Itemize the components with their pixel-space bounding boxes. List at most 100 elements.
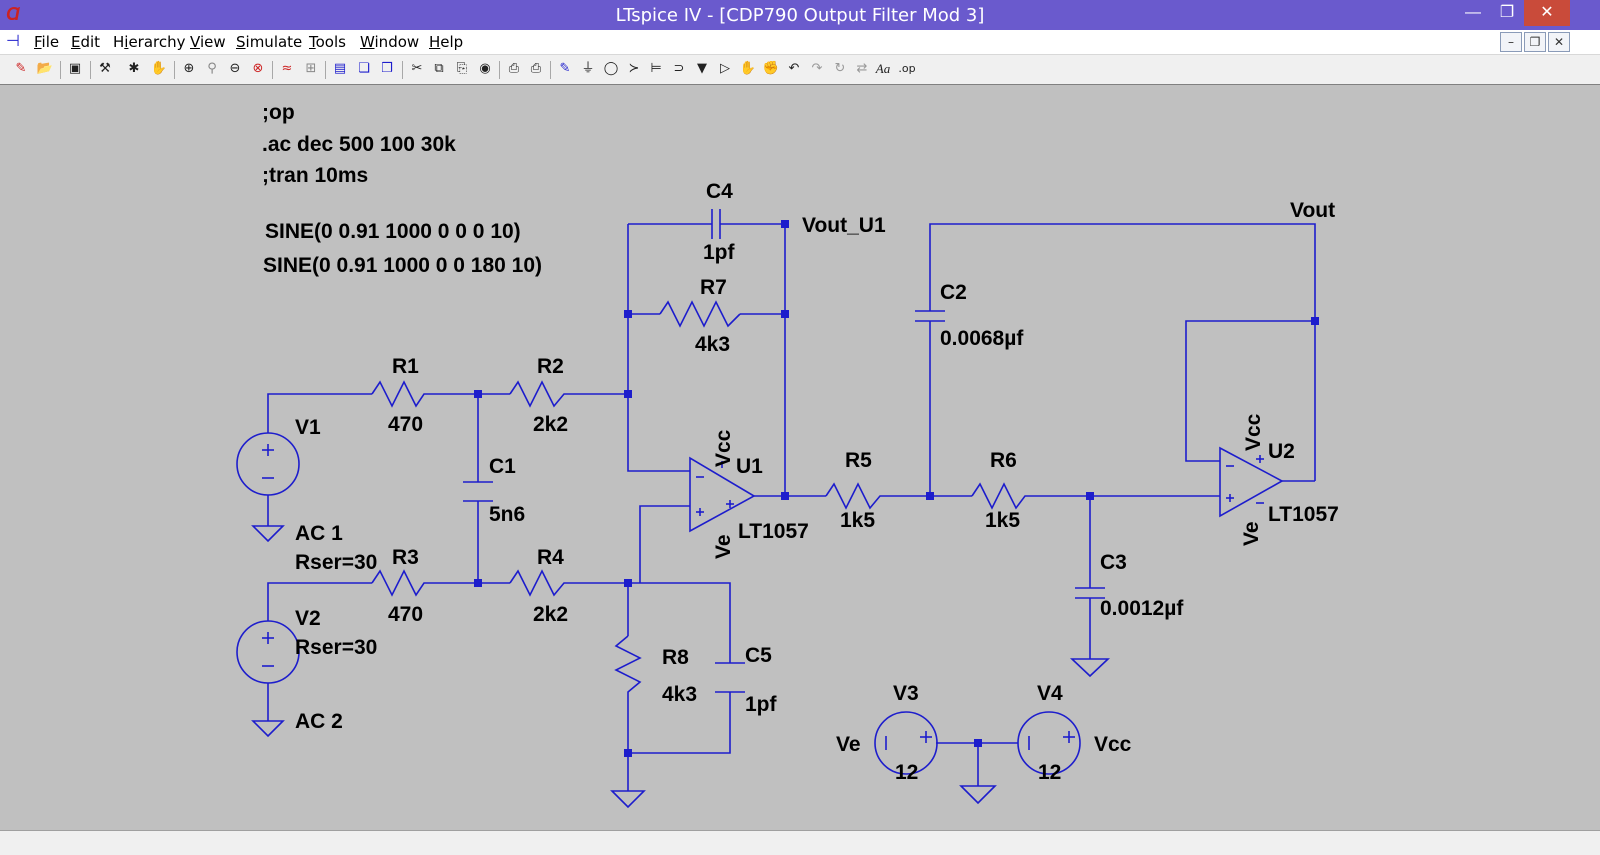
c4-name: C4: [706, 180, 733, 203]
u1-opamp[interactable]: [689, 456, 756, 533]
mdi-restore-button[interactable]: ❐: [1524, 32, 1546, 52]
cascade-icon[interactable]: ❏: [358, 61, 370, 76]
mdi-close-button[interactable]: ✕: [1548, 32, 1570, 52]
waveform-icon[interactable]: ≈: [281, 61, 293, 76]
maximize-button[interactable]: ❐: [1499, 4, 1515, 21]
schematic-doc-icon[interactable]: ⊣: [6, 31, 20, 50]
v1-sine-spec[interactable]: SINE(0 0.91 1000 0 0 0 10): [265, 220, 521, 243]
mdi-minimize-button[interactable]: –: [1500, 32, 1522, 52]
u2-opamp[interactable]: [1219, 446, 1284, 518]
toolbar-separator: [174, 61, 175, 79]
net-label-vout[interactable]: Vout: [1290, 199, 1335, 222]
zoom-out-icon[interactable]: ⊖: [229, 61, 241, 76]
cut-icon[interactable]: ✂: [411, 61, 423, 76]
r1-resistor[interactable]: [371, 380, 430, 408]
v3-name: V3: [893, 682, 919, 705]
r3-resistor[interactable]: [371, 569, 430, 597]
menu-file[interactable]: File: [34, 33, 60, 51]
schematic-canvas[interactable]: ;op .ac dec 500 100 30k ;tran 10ms SINE(…: [0, 84, 1600, 831]
drag-icon[interactable]: ✊: [762, 61, 780, 76]
minimize-button[interactable]: —: [1465, 4, 1481, 21]
paste-icon[interactable]: ⎘: [456, 61, 468, 76]
r5-resistor[interactable]: [825, 482, 888, 510]
r1-value: 470: [388, 413, 423, 436]
label-net-icon[interactable]: ◯: [603, 61, 619, 76]
run-icon[interactable]: ✱: [128, 61, 140, 76]
move-icon[interactable]: ✋: [739, 61, 757, 76]
diode-icon[interactable]: ▼: [697, 61, 707, 76]
mirror-icon[interactable]: ⇄: [856, 61, 868, 76]
r6-resistor[interactable]: [971, 482, 1031, 510]
r3-name: R3: [392, 546, 419, 569]
rotate-icon[interactable]: ↻: [834, 61, 846, 76]
r2-resistor[interactable]: [509, 380, 570, 408]
menu-bar: ⊣ File Edit Hierarchy View Simulate Tool…: [0, 30, 1600, 54]
v2-rser: Rser=30: [295, 636, 377, 659]
r7-value: 4k3: [695, 333, 730, 356]
text-icon[interactable]: Aa: [875, 61, 891, 76]
net-label-ve[interactable]: Ve: [836, 733, 861, 756]
v4-source[interactable]: [1017, 711, 1081, 775]
v3-source[interactable]: [874, 711, 938, 775]
c2-capacitor[interactable]: [915, 310, 945, 322]
u2-vcc-label: Vcc: [1242, 413, 1265, 451]
copy-icon[interactable]: ⧉: [434, 61, 444, 76]
toolbar: ✎ 📂 ▣ ⚒ ✱ ✋ ⊕ ⚲ ⊖ ⊗ ≈ ⊞ ▤ ❏ ❒ ✂ ⧉ ⎘ ◉ ⎙ …: [0, 54, 1600, 86]
close-all-icon[interactable]: ❒: [381, 61, 393, 76]
resistor-icon[interactable]: ≻: [628, 61, 640, 76]
c5-capacitor[interactable]: [715, 662, 745, 693]
directive-op[interactable]: ;op: [262, 101, 295, 124]
r4-name: R4: [537, 546, 564, 569]
directive-tran[interactable]: ;tran 10ms: [262, 164, 368, 187]
menu-tools[interactable]: Tools: [309, 33, 346, 51]
r4-resistor[interactable]: [509, 569, 570, 597]
control-panel-icon[interactable]: ⚒: [99, 61, 111, 76]
r7-resistor[interactable]: [659, 300, 741, 328]
toolbar-separator: [325, 61, 326, 79]
v2-source[interactable]: [236, 620, 300, 684]
inductor-icon[interactable]: ⊃: [673, 61, 685, 76]
print-icon[interactable]: ⎙: [530, 61, 542, 76]
menu-view[interactable]: View: [190, 33, 226, 51]
menu-simulate[interactable]: Simulate: [236, 33, 303, 51]
component-icon[interactable]: ▷: [720, 61, 730, 76]
capacitor-icon[interactable]: ⊨: [650, 61, 662, 76]
menu-help[interactable]: Help: [429, 33, 464, 51]
r1-name: R1: [392, 355, 419, 378]
zoom-fit-icon[interactable]: ⊗: [252, 61, 264, 76]
r8-value: 4k3: [662, 683, 697, 706]
open-icon[interactable]: 📂: [36, 61, 54, 76]
net-label-vcc[interactable]: Vcc: [1094, 733, 1132, 756]
autorange-icon[interactable]: ⊞: [305, 61, 317, 76]
v1-source[interactable]: [236, 432, 300, 496]
ltspice-app-icon[interactable]: Ɑ: [6, 4, 20, 24]
tile-horizontal-icon[interactable]: ▤: [333, 61, 347, 76]
wire-icon[interactable]: ✎: [559, 61, 571, 76]
save-icon[interactable]: ▣: [68, 61, 82, 76]
zoom-back-icon[interactable]: ⚲: [207, 61, 217, 76]
ground-icon[interactable]: ⏚: [581, 61, 595, 76]
r5-name: R5: [845, 449, 872, 472]
u1-ve-label: Ve: [712, 534, 735, 559]
c1-capacitor[interactable]: [463, 481, 493, 502]
menu-edit[interactable]: Edit: [71, 33, 101, 51]
v2-sine-spec[interactable]: SINE(0 0.91 1000 0 0 180 10): [263, 254, 542, 277]
net-label-vout-u1[interactable]: Vout_U1: [802, 214, 886, 237]
redo-icon[interactable]: ↷: [811, 61, 823, 76]
c3-name: C3: [1100, 551, 1127, 574]
c3-capacitor[interactable]: [1075, 587, 1105, 599]
menu-hierarchy[interactable]: Hierarchy: [113, 33, 186, 51]
r5-value: 1k5: [840, 509, 875, 532]
zoom-in-icon[interactable]: ⊕: [183, 61, 195, 76]
print-setup-icon[interactable]: ⎙: [508, 61, 520, 76]
new-schematic-icon[interactable]: ✎: [15, 61, 27, 76]
c4-capacitor[interactable]: [711, 209, 721, 239]
r8-resistor[interactable]: [614, 635, 642, 701]
menu-window[interactable]: Window: [360, 33, 420, 51]
close-button[interactable]: ✕: [1524, 0, 1570, 26]
find-icon[interactable]: ◉: [479, 61, 491, 76]
directive-ac[interactable]: .ac dec 500 100 30k: [262, 133, 456, 156]
spice-directive-icon[interactable]: .op: [898, 62, 916, 75]
undo-icon[interactable]: ↶: [788, 61, 800, 76]
pan-icon[interactable]: ✋: [150, 61, 168, 76]
